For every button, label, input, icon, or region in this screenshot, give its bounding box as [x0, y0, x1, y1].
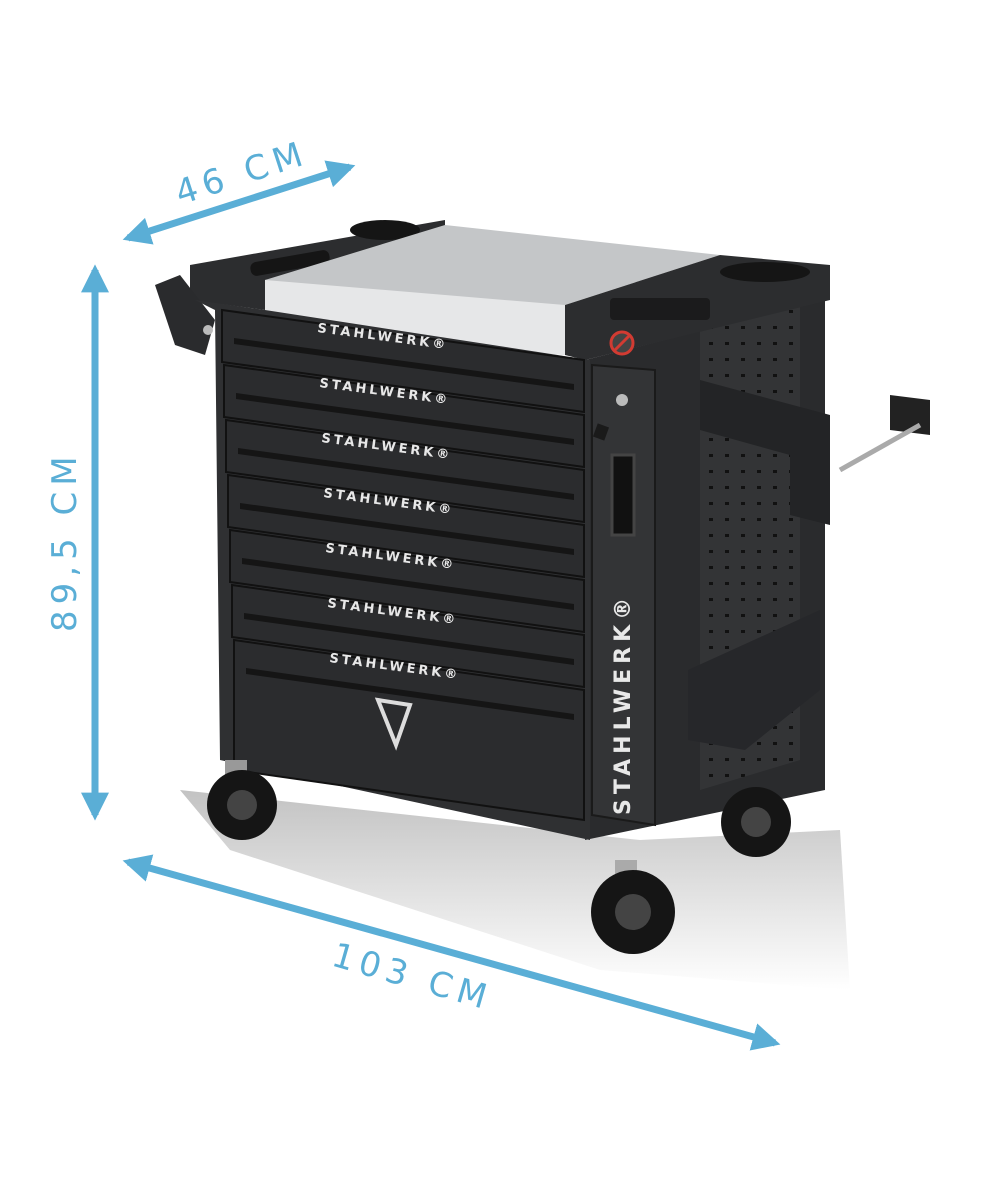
caster-front-left [207, 760, 277, 840]
drawer-handle[interactable] [234, 338, 574, 390]
side-handle [155, 275, 215, 355]
height-label: 89,5 CM [45, 450, 85, 632]
drawer-handle[interactable] [242, 558, 574, 610]
drawer-handle[interactable] [244, 613, 574, 665]
sticker-slash [612, 333, 632, 353]
key-icon [592, 423, 610, 441]
side-holder [700, 380, 830, 525]
depth-arrow [122, 160, 356, 245]
width-label: 103 CM [328, 935, 497, 1019]
side-bin [688, 610, 820, 750]
cup-holder [350, 220, 420, 240]
width-arrow [122, 854, 781, 1051]
tool-slot [250, 250, 330, 276]
side-door [591, 363, 656, 827]
drawer-handle[interactable] [240, 503, 574, 555]
drawer[interactable] [233, 638, 585, 822]
door-handle[interactable] [610, 453, 636, 537]
drawer-lock-icon[interactable] [203, 325, 213, 335]
bit-holder [610, 298, 710, 320]
drawer-handle[interactable] [246, 668, 574, 720]
caster-rear-right [721, 787, 791, 857]
drawer-handle[interactable] [238, 448, 574, 500]
right-compartment [720, 262, 810, 282]
paper-roll-bar [838, 422, 922, 473]
side-door-brand: STAHLWERK® [611, 593, 636, 815]
door-lock-icon[interactable] [616, 394, 628, 406]
brand-logo-icon [374, 697, 413, 751]
drawer-handle[interactable] [236, 393, 574, 445]
drawer-stack: STAHLWERK®STAHLWERK®STAHLWERK®STAHLWERK®… [221, 308, 585, 822]
